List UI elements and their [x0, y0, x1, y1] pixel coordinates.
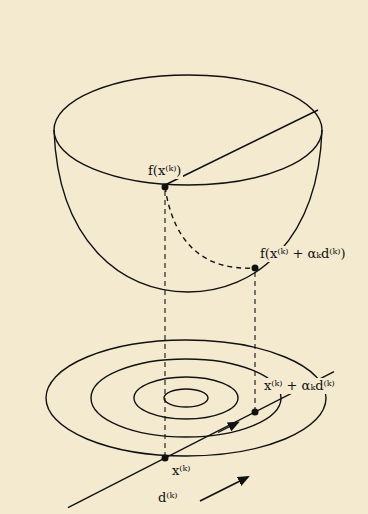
point-label: x⁽ᵏ⁾ + αₖd⁽ᵏ⁾ — [262, 378, 337, 394]
contour — [91, 359, 281, 437]
bowl-rim — [54, 75, 322, 185]
point — [162, 455, 169, 462]
projection-line — [164, 191, 165, 455]
point — [252, 409, 259, 416]
contour — [164, 389, 208, 407]
section-line — [165, 110, 318, 185]
function-value-label: f(x⁽ᵏ⁾ + αₖd⁽ᵏ⁾) — [258, 246, 348, 262]
section-curve — [165, 187, 255, 268]
function-value-label: f(x⁽ᵏ⁾) — [146, 163, 183, 179]
projection-line — [254, 272, 255, 409]
direction-label: d⁽ᵏ⁾ — [156, 490, 179, 506]
point-label: x⁽ᵏ⁾ — [170, 463, 192, 479]
direction-arrow — [218, 422, 238, 432]
point — [252, 265, 259, 272]
bowl-outline — [54, 130, 322, 292]
point — [162, 184, 169, 191]
direction-arrow — [200, 477, 248, 501]
contour — [134, 377, 238, 419]
